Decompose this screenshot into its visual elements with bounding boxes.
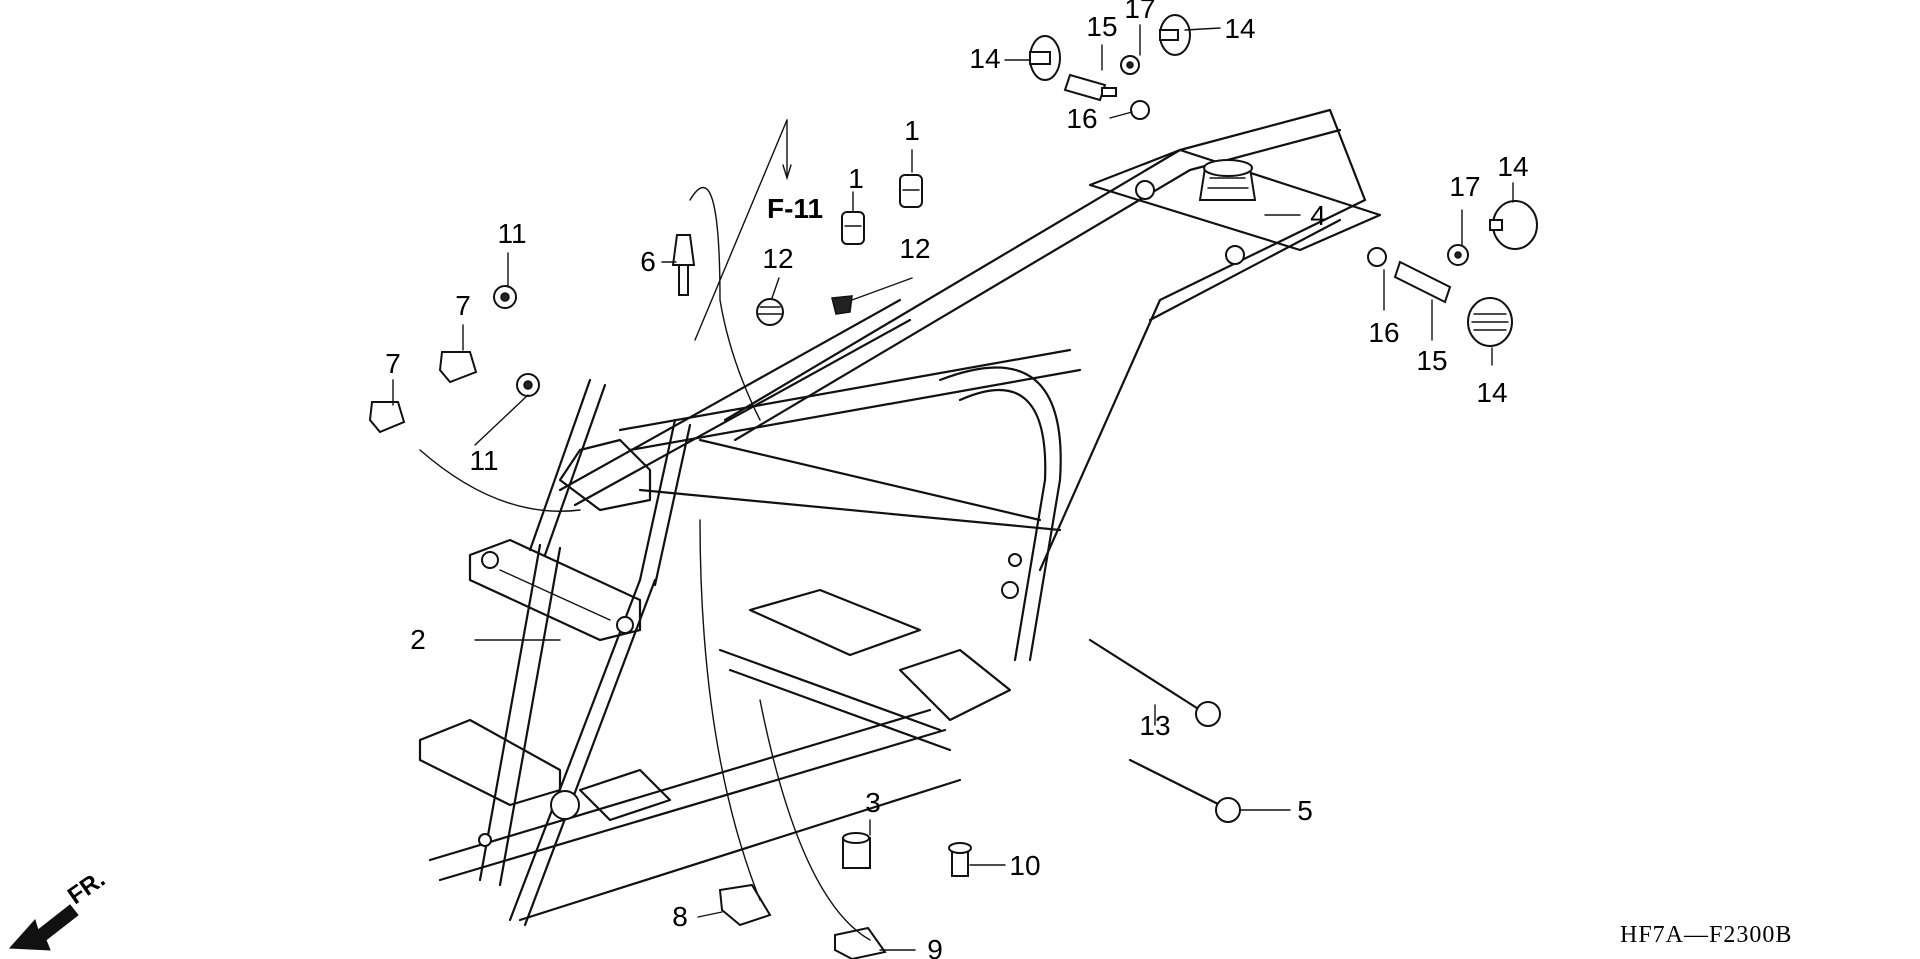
part-15-spacer-right[interactable] xyxy=(1393,260,1452,304)
callout-16-top: 16 xyxy=(1066,103,1097,134)
callout-14-right-upper: 14 xyxy=(1497,151,1528,182)
callout-6: 6 xyxy=(640,246,656,277)
callout-15-top: 15 xyxy=(1086,11,1117,42)
callout-1-upper: 1 xyxy=(904,115,920,146)
part-14-reflector-top-right[interactable] xyxy=(1159,14,1191,56)
part-12-cushion-round[interactable] xyxy=(756,298,784,326)
part-7-clamp-lower[interactable] xyxy=(368,401,406,434)
part-7-clamp-upper[interactable] xyxy=(438,351,478,384)
callout-4: 4 xyxy=(1310,200,1326,231)
part-9-clamp[interactable] xyxy=(834,926,887,959)
callout-11-lower: 11 xyxy=(469,445,498,476)
cable-routing-left xyxy=(419,449,581,512)
part-1-clip-upper[interactable] xyxy=(899,174,923,208)
callout-5: 5 xyxy=(1297,795,1313,826)
part-10-bolt-small[interactable] xyxy=(948,842,972,877)
part-6-breather-fitting[interactable] xyxy=(671,234,696,296)
part-8-clamp[interactable] xyxy=(718,883,772,927)
part-17-washer-right[interactable] xyxy=(1447,244,1469,266)
callout-9: 9 xyxy=(927,934,943,959)
callout-2: 2 xyxy=(410,624,426,655)
callout-7-upper: 7 xyxy=(455,290,471,321)
callout-3: 3 xyxy=(865,787,881,818)
front-direction-arrow-icon xyxy=(8,904,79,951)
callout-7-lower: 7 xyxy=(385,348,401,379)
part-5-bolt-lower[interactable] xyxy=(1128,758,1241,823)
callout-14-top-left: 14 xyxy=(969,43,1000,74)
part-14-reflector-top-left[interactable] xyxy=(1029,35,1061,81)
callout-11-upper: 11 xyxy=(497,218,526,249)
part-3-collar[interactable] xyxy=(842,832,871,869)
part-15-spacer-top[interactable] xyxy=(1063,73,1117,102)
callout-8: 8 xyxy=(672,901,688,932)
callout-12-right: 12 xyxy=(899,233,930,264)
callout-12-left: 12 xyxy=(762,243,793,274)
leader-lines xyxy=(392,24,1514,951)
part-16-nut-right[interactable] xyxy=(1367,247,1387,267)
breather-tube xyxy=(689,187,761,421)
cable-routing-center xyxy=(699,519,761,901)
front-indicator-label: FR. xyxy=(63,866,110,910)
section-reference-f11[interactable]: F-11 xyxy=(767,193,823,224)
frame-body[interactable] xyxy=(418,108,1382,927)
callout-16-right: 16 xyxy=(1368,317,1399,348)
callout-13: 13 xyxy=(1139,710,1170,741)
part-11-grommet-lower[interactable] xyxy=(516,373,540,397)
part-14-reflector-right-upper[interactable] xyxy=(1489,200,1538,250)
callout-14-right-lower: 14 xyxy=(1476,377,1507,408)
callout-15-right: 15 xyxy=(1416,345,1447,376)
part-4-fuel-cap[interactable] xyxy=(1198,159,1257,201)
part-16-nut-top[interactable] xyxy=(1130,100,1150,120)
callout-10: 10 xyxy=(1009,850,1040,881)
callout-1-lower: 1 xyxy=(848,163,864,194)
part-11-grommet-upper[interactable] xyxy=(493,285,517,309)
callout-17-right: 17 xyxy=(1449,171,1480,202)
part-17-washer-top[interactable] xyxy=(1120,55,1140,75)
callout-17-top: 17 xyxy=(1124,0,1155,24)
part-14-reflector-right-lower[interactable] xyxy=(1467,297,1513,347)
part-12-cushion-small[interactable] xyxy=(831,295,853,315)
part-1-clip-lower[interactable] xyxy=(841,211,865,245)
part-13-bolt-long[interactable] xyxy=(1088,638,1221,727)
callout-14-top-right: 14 xyxy=(1224,13,1255,44)
cable-routing-lower xyxy=(759,699,871,941)
drawing-code: HF7A—F2300B xyxy=(1620,922,1792,948)
